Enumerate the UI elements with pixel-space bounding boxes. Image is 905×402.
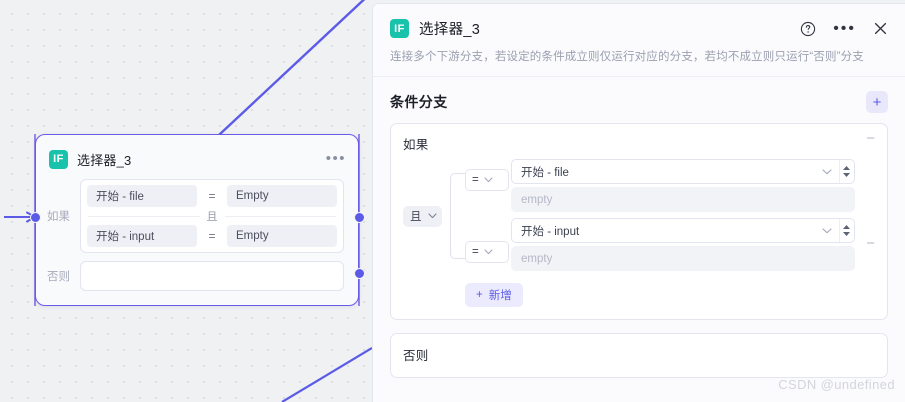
panel-if-badge-icon: IF — [390, 19, 409, 38]
node-if-row: 如果 开始 - file = Empty 且 开始 - input = — [36, 179, 358, 253]
chevron-down-icon — [822, 228, 839, 234]
caret-up-icon — [842, 225, 850, 230]
section-header: 条件分支 + — [373, 77, 905, 123]
caret-down-icon — [842, 232, 850, 237]
close-icon[interactable] — [873, 21, 888, 36]
operator-column: = = — [465, 159, 511, 273]
panel-description: 连接多个下游分支，若设定的条件成立则仅运行对应的分支，若均不成立则只运行“否则”… — [390, 51, 864, 63]
operator-value-1: = — [472, 174, 479, 187]
node-condition-row-1[interactable]: 开始 - file = Empty — [87, 185, 337, 207]
workflow-canvas[interactable]: IF 选择器_3 ••• 如果 开始 - file = Empty 且 — [0, 0, 372, 402]
panel-header: IF 选择器_3 ••• — [373, 4, 905, 78]
node-else-dropzone[interactable] — [80, 261, 344, 291]
node-condition-group[interactable]: 开始 - file = Empty 且 开始 - input = Empty — [80, 179, 344, 253]
branch-header: 如果 − — [403, 130, 875, 153]
condition-right-value-1[interactable]: Empty — [227, 185, 337, 207]
value-input-2[interactable]: empty — [511, 246, 855, 272]
condition-pair-2: 开始 - input em — [511, 218, 855, 272]
node-if-label: 如果 — [47, 211, 70, 223]
node-else-row: 否则 — [36, 261, 358, 291]
watermark: CSDN @undefined — [778, 377, 895, 392]
variable-select-1[interactable]: 开始 - file — [511, 159, 855, 185]
section-title: 条件分支 — [390, 94, 448, 111]
variable-stepper-2[interactable] — [839, 219, 852, 243]
operator-value-2: = — [472, 246, 479, 259]
chevron-down-icon — [484, 249, 493, 255]
operator-select-1[interactable]: = — [465, 169, 509, 192]
panel-title: 选择器_3 — [419, 22, 481, 38]
branch-label: 如果 — [403, 138, 429, 153]
node-card-selector[interactable]: IF 选择器_3 ••• 如果 开始 - file = Empty 且 — [35, 134, 359, 306]
logic-operator-select[interactable]: 且 — [403, 205, 442, 227]
joiner-line-right — [224, 215, 336, 217]
node-condition-row-2[interactable]: 开始 - input = Empty — [87, 225, 337, 247]
chevron-down-icon — [484, 177, 493, 183]
edge-lower — [281, 347, 372, 402]
branch-card-if: 如果 − 且 = — [390, 123, 888, 321]
logic-operator-value: 且 — [410, 211, 422, 224]
condition-pair-1: 开始 - file emp — [511, 159, 855, 213]
caret-down-icon — [842, 173, 850, 178]
chevron-down-icon — [822, 169, 839, 175]
node-more-icon[interactable]: ••• — [325, 150, 346, 167]
else-branch-label: 否则 — [403, 349, 429, 364]
plus-icon: + — [476, 289, 483, 302]
condition-grid: 且 = = — [403, 159, 875, 273]
if-badge-icon: IF — [49, 149, 68, 169]
variable-select-2[interactable]: 开始 - input — [511, 218, 855, 244]
value-input-1[interactable]: empty — [511, 187, 855, 213]
node-else-label: 否则 — [47, 271, 70, 283]
condition-operator-1: = — [208, 189, 216, 203]
node-title: 选择器_3 — [77, 152, 132, 168]
condition-left-field-2[interactable]: 开始 - input — [87, 225, 197, 247]
panel-header-top: IF 选择器_3 ••• — [390, 18, 888, 39]
logic-operator-column: 且 — [403, 159, 465, 273]
chevron-down-icon — [427, 213, 437, 219]
row-remove-column: − — [855, 159, 875, 273]
value-input-1-placeholder: empty — [521, 193, 553, 206]
variable-select-1-value: 开始 - file — [521, 166, 569, 179]
panel-header-actions: ••• — [800, 19, 888, 37]
port-output-else[interactable] — [354, 268, 365, 279]
add-branch-icon[interactable]: + — [866, 91, 888, 114]
panel-more-icon[interactable]: ••• — [833, 19, 856, 37]
port-output-if[interactable] — [354, 212, 365, 223]
fields-column: 开始 - file emp — [511, 159, 855, 273]
joiner-line-left — [88, 215, 200, 217]
add-condition-label: 新增 — [488, 290, 512, 303]
caret-up-icon — [842, 166, 850, 171]
node-header: IF 选择器_3 ••• — [36, 141, 358, 177]
branch-collapse-icon[interactable]: − — [866, 130, 875, 148]
condition-remove-icon[interactable]: − — [866, 235, 875, 253]
port-input-if[interactable] — [30, 212, 41, 223]
node-condition-joiner: 且 — [87, 207, 337, 225]
variable-select-2-value: 开始 - input — [521, 225, 580, 238]
add-condition-button[interactable]: + 新增 — [465, 283, 523, 308]
condition-left-field-1[interactable]: 开始 - file — [87, 185, 197, 207]
help-icon[interactable] — [800, 21, 816, 37]
value-input-2-placeholder: empty — [521, 252, 553, 265]
joiner-label: 且 — [206, 211, 218, 223]
branch-card-else[interactable]: 否则 — [390, 333, 888, 379]
condition-right-value-2[interactable]: Empty — [227, 225, 337, 247]
condition-operator-2: = — [208, 229, 216, 243]
variable-stepper-1[interactable] — [839, 160, 852, 184]
properties-panel: IF 选择器_3 ••• — [372, 3, 905, 402]
operator-select-2[interactable]: = — [465, 241, 509, 264]
